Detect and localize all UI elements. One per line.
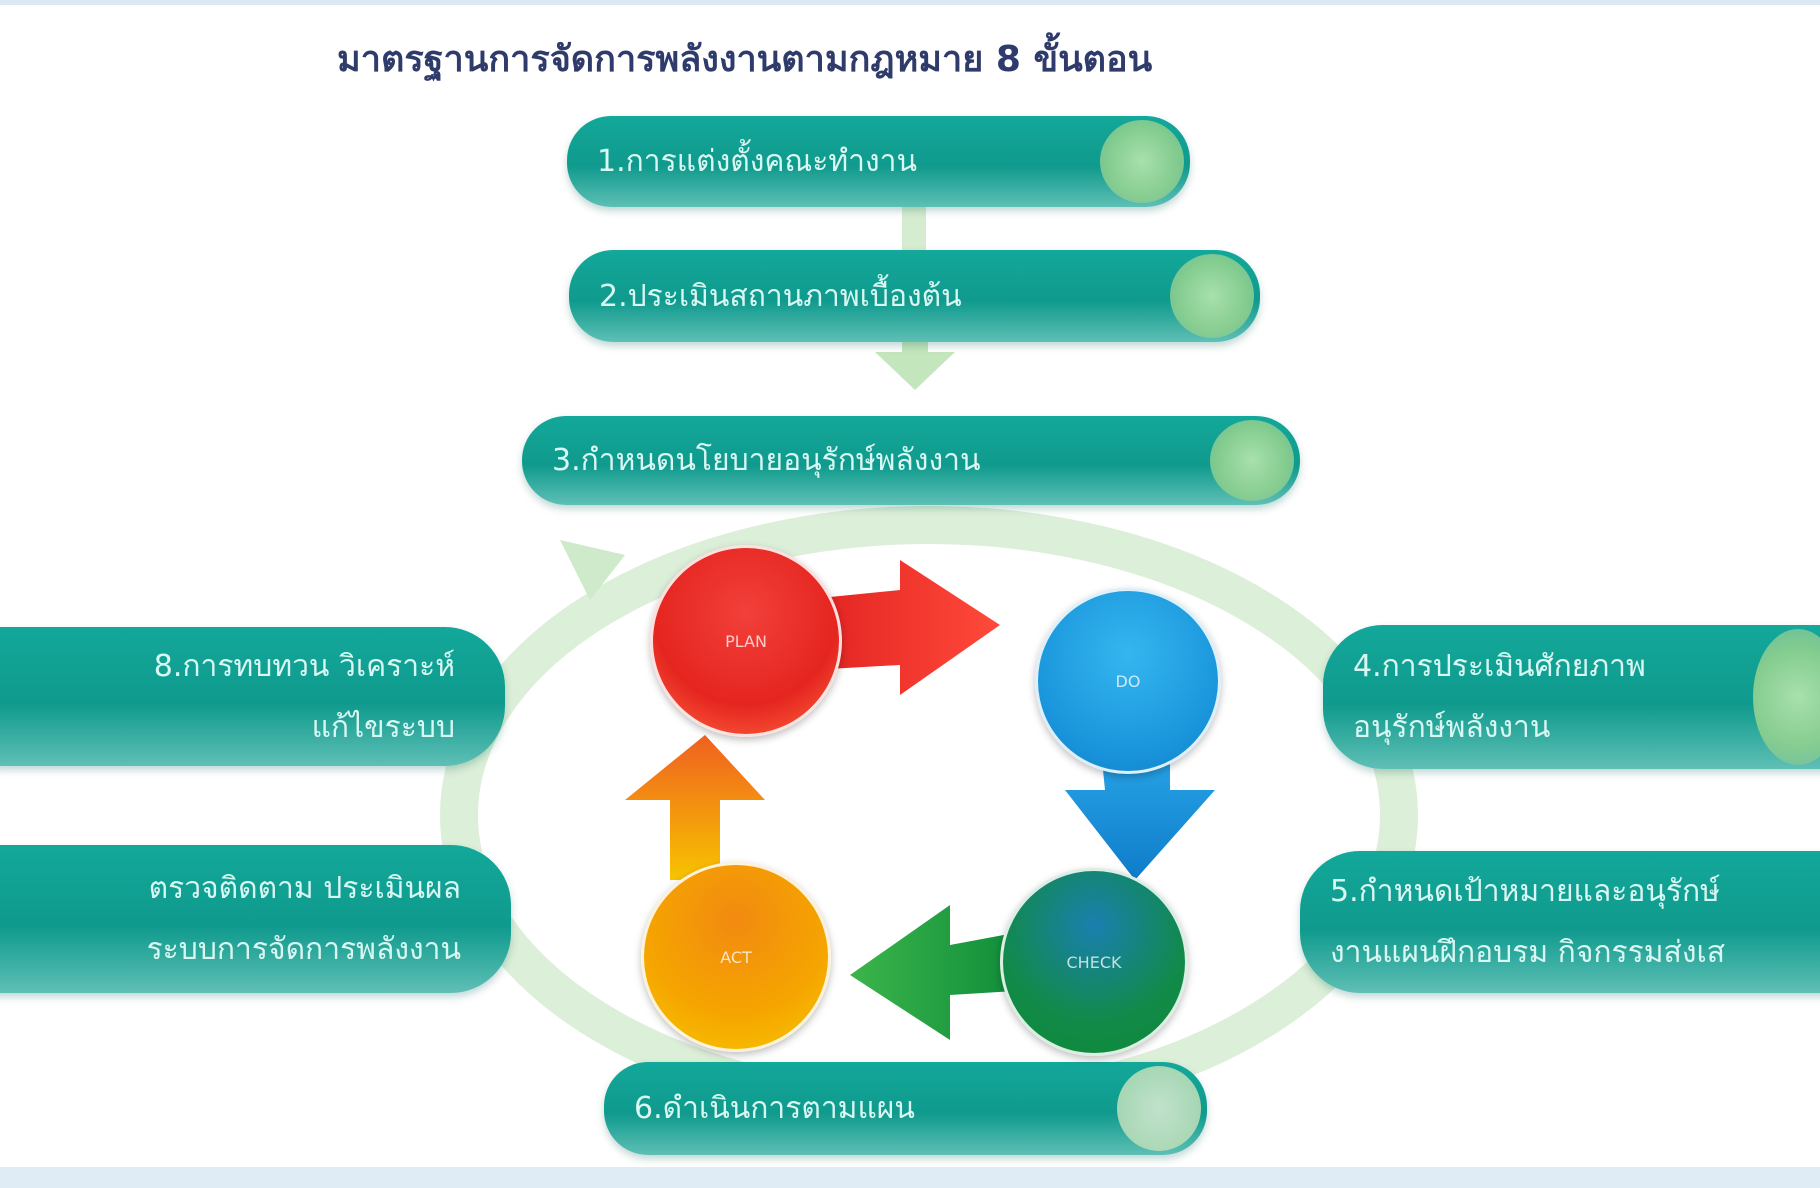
step-8-box: 8.การทบทวน วิเคราะห์ แก้ไขระบบ — [0, 627, 505, 766]
plan-label: PLAN — [725, 631, 767, 651]
check-label: CHECK — [1066, 952, 1122, 972]
step-8-label-line-2: แก้ไขระบบ — [311, 709, 455, 745]
page-title: มาตรฐานการจัดการพลังงานตามกฎหมาย 8 ขั้นต… — [337, 39, 1153, 80]
step-2-cap-icon — [1170, 254, 1254, 338]
step-7-label-line-2: ระบบการจัดการพลังงาน — [146, 932, 461, 967]
step-7-label-line-1: ตรวจติดตาม ประเมินผล — [148, 871, 461, 906]
plan-to-do-arrow — [800, 560, 1000, 695]
step-1-box: 1.การแต่งตั้งคณะทำงาน — [567, 116, 1190, 207]
ring-arrowhead-icon — [560, 540, 625, 600]
step-3-label: 3.กำหนดนโยบายอนุรักษ์พลังงาน — [552, 443, 981, 478]
plan-circle: PLAN — [650, 545, 842, 737]
step-3-cap-icon — [1210, 420, 1294, 501]
step-5-box: 5.กำหนดเป้าหมายและอนุรักษ์ งานแผนฝึกอบรม… — [1300, 851, 1820, 993]
step-6-label: 6.ดำเนินการตามแผน — [634, 1091, 915, 1126]
step-6-cap-icon — [1117, 1066, 1201, 1151]
act-circle: ACT — [641, 862, 831, 1052]
connector-1-2 — [902, 207, 926, 252]
check-circle: CHECK — [1000, 868, 1188, 1056]
step-1-cap-icon — [1100, 120, 1184, 203]
arrow-down-icon — [875, 352, 955, 390]
step-2-label: 2.ประเมินสถานภาพเบื้องต้น — [599, 278, 962, 314]
step-3-box: 3.กำหนดนโยบายอนุรักษ์พลังงาน — [522, 416, 1300, 505]
step-4-cap-icon — [1753, 629, 1820, 765]
step-5-label-line-2: งานแผนฝึกอบรม กิจกรรมส่งเส — [1330, 935, 1726, 970]
step-7-box: ตรวจติดตาม ประเมินผล ระบบการจัดการพลังงา… — [0, 845, 511, 993]
top-strip — [0, 0, 1820, 5]
act-label: ACT — [720, 947, 752, 967]
step-6-box: 6.ดำเนินการตามแผน — [604, 1062, 1207, 1155]
step-4-box: 4.การประเมินศักยภาพ อนุรักษ์พลังงาน — [1323, 625, 1820, 769]
do-to-check-arrow — [1065, 740, 1215, 880]
bottom-band — [0, 1167, 1820, 1188]
do-label: DO — [1115, 671, 1141, 691]
connector-2-3 — [902, 340, 928, 356]
step-1-label: 1.การแต่งตั้งคณะทำงาน — [597, 144, 917, 179]
step-4-label-line-2: อนุรักษ์พลังงาน — [1353, 710, 1551, 745]
step-4-label-line-1: 4.การประเมินศักยภาพ — [1353, 649, 1646, 684]
step-8-label-line-1: 8.การทบทวน วิเคราะห์ — [153, 648, 455, 684]
check-to-act-arrow — [850, 905, 1030, 1040]
act-to-plan-arrow — [625, 735, 765, 880]
do-circle: DO — [1035, 588, 1221, 774]
step-2-box: 2.ประเมินสถานภาพเบื้องต้น — [569, 250, 1260, 342]
step-5-label-line-1: 5.กำหนดเป้าหมายและอนุรักษ์ — [1330, 874, 1720, 909]
